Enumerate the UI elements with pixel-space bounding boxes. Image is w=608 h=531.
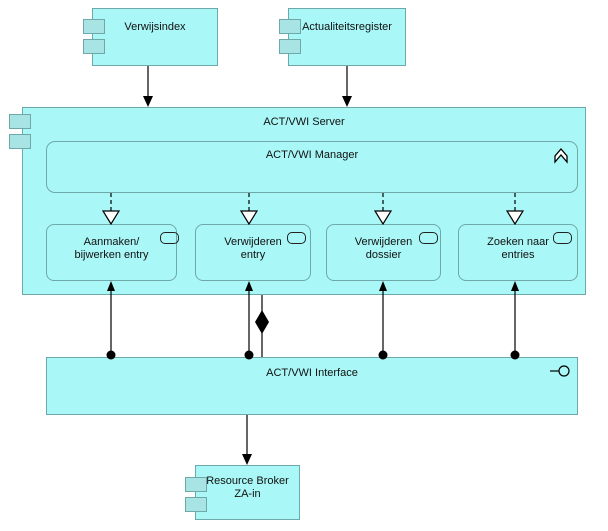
component-tab-icon [185, 477, 207, 492]
rounded-rectangle-icon [553, 232, 572, 244]
node-act-vwi-server-label: ACT/VWI Server [263, 116, 345, 128]
lollipop-icon [549, 363, 573, 384]
component-tab-icon [279, 39, 301, 54]
node-act-vwi-interface-label: ACT/VWI Interface [266, 367, 358, 379]
component-tab-icon [83, 39, 105, 54]
node-actualiteitsregister-label: Actualiteitsregister [302, 21, 392, 33]
connector-server-to-interface-composition [255, 295, 269, 357]
connector-actualiteitsregister-to-server [342, 66, 352, 107]
component-tab-icon [279, 19, 301, 34]
node-resource-broker-za-in-label: Resource Broker ZA-in [206, 475, 289, 500]
node-service-aanmaken-bijwerken-entry-label: Aanmaken/ bijwerken entry [74, 236, 149, 261]
chevron-up-icon [552, 146, 570, 169]
node-actualiteitsregister[interactable]: Actualiteitsregister [288, 8, 406, 66]
node-act-vwi-manager[interactable]: ACT/VWI Manager [46, 141, 578, 193]
rounded-rectangle-icon [287, 232, 306, 244]
node-service-zoeken-naar-entries-label: Zoeken naar entries [487, 236, 549, 261]
node-act-vwi-interface[interactable]: ACT/VWI Interface [46, 357, 578, 415]
rounded-rectangle-icon [160, 232, 179, 244]
node-service-verwijderen-dossier-label: Verwijderen dossier [354, 236, 413, 261]
connector-verwijsindex-to-server [143, 66, 153, 107]
component-tab-icon [185, 497, 207, 512]
component-tab-icon [9, 134, 31, 149]
node-service-verwijderen-entry-label: Verwijderen entry [224, 236, 282, 261]
node-verwijsindex[interactable]: Verwijsindex [92, 8, 218, 66]
node-verwijsindex-label: Verwijsindex [124, 21, 186, 33]
node-act-vwi-manager-label: ACT/VWI Manager [265, 149, 359, 161]
connector-interface-to-broker [242, 415, 252, 465]
node-resource-broker-za-in[interactable]: Resource Broker ZA-in [195, 465, 300, 520]
component-tab-icon [83, 19, 105, 34]
node-service-aanmaken-bijwerken-entry[interactable]: Aanmaken/ bijwerken entry [46, 224, 177, 281]
component-tab-icon [9, 114, 31, 129]
rounded-rectangle-icon [419, 232, 438, 244]
